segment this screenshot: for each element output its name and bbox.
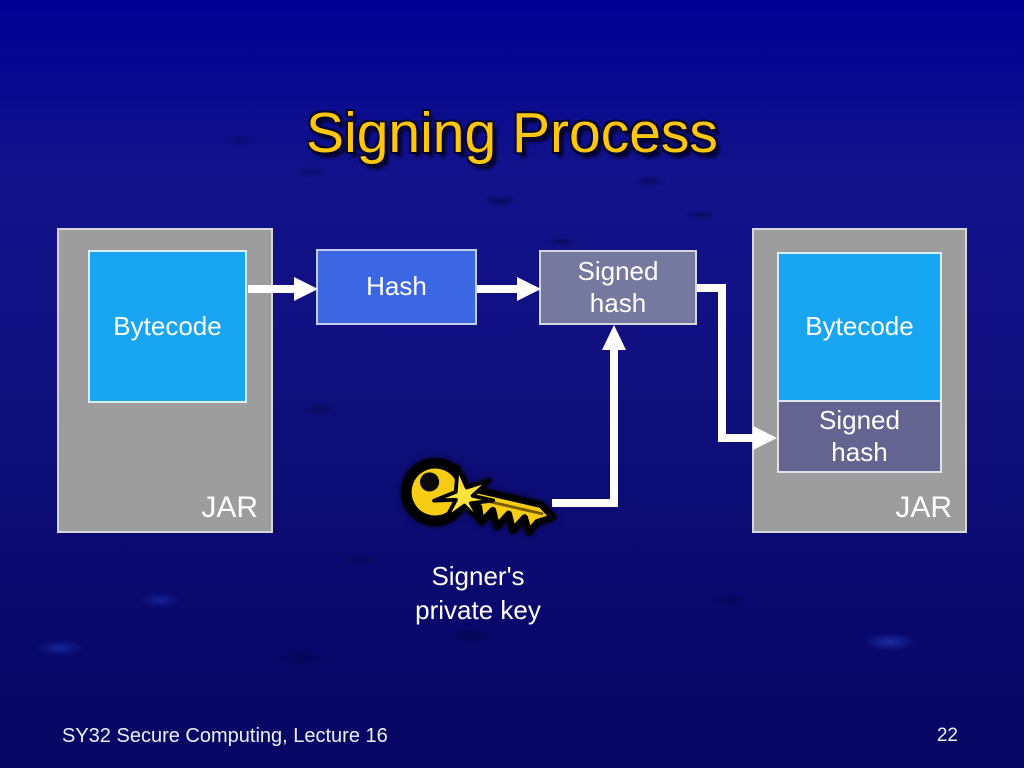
slide-title: Signing Process — [306, 101, 718, 166]
footer-text: SY32 Secure Computing, Lecture 16 — [62, 725, 388, 747]
signed-hash-box-right: Signed hash — [777, 400, 942, 473]
key-caption: Signer's private key — [415, 561, 541, 625]
page-number: 22 — [936, 725, 958, 746]
jar-label-left: JAR — [201, 491, 258, 525]
signer-private-key-icon — [401, 458, 557, 536]
hash-box: Hash — [316, 249, 477, 325]
jar-label-right: JAR — [895, 491, 952, 525]
bytecode-box-right: Bytecode — [777, 252, 942, 400]
bytecode-box-left: Bytecode — [88, 250, 247, 403]
signed-hash-box: Signed hash — [539, 250, 697, 325]
arrow-hash-to-signed-hash — [477, 277, 541, 301]
